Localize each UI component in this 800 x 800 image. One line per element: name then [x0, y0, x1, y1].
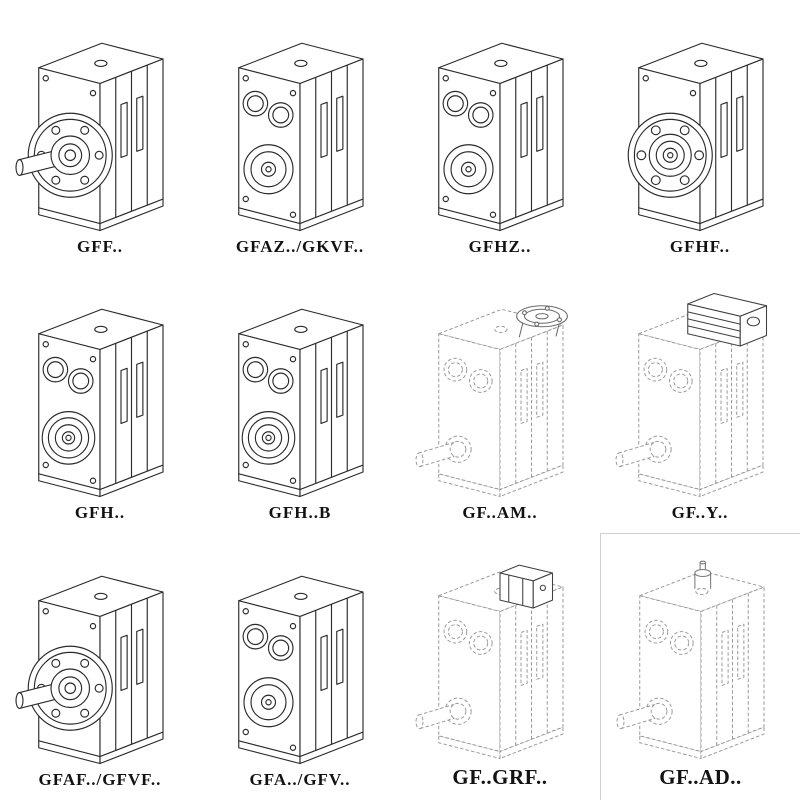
- catalog-cell: GF..GRF..: [400, 533, 600, 800]
- gearbox-drawing-gff: [10, 24, 190, 234]
- catalog-cell: GFAZ../GKVF..: [200, 0, 400, 267]
- catalog-cell: GFH..: [0, 267, 200, 534]
- catalog-cell: GF..AM..: [400, 267, 600, 534]
- gearbox-drawing-gfh-b: [210, 290, 390, 500]
- model-label: GFAF../GFVF..: [38, 769, 162, 789]
- model-label: GFH..B: [268, 503, 332, 523]
- gearbox-drawing-gf-y: [610, 290, 790, 500]
- catalog-cell: GF..AD..: [600, 533, 800, 800]
- catalog-cell: GFF..: [0, 0, 200, 267]
- catalog-cell: GFHF..: [600, 0, 800, 267]
- model-label: GFAZ../GKVF..: [235, 236, 365, 256]
- model-label: GFA../GFV..: [249, 769, 351, 789]
- model-label: GFHF..: [669, 236, 731, 256]
- catalog-cell: GFHZ..: [400, 0, 600, 267]
- model-label: GFH..: [74, 503, 126, 523]
- catalog-cell: GFH..B: [200, 267, 400, 534]
- gearbox-drawing-gfhz: [410, 24, 590, 234]
- gearbox-drawing-gfh: [10, 290, 190, 500]
- gearbox-drawing-gfaz-gkvf: [210, 24, 390, 234]
- catalog-cell: GFA../GFV..: [200, 533, 400, 800]
- gearbox-drawing-gf-ad: [611, 552, 791, 762]
- gearbox-drawing-gfhf: [610, 24, 790, 234]
- gearbox-drawing-gf-am: [410, 290, 590, 500]
- model-label: GF..GRF..: [452, 764, 548, 789]
- model-label: GF..Y..: [671, 503, 729, 523]
- model-label: GFHZ..: [468, 236, 532, 256]
- model-label: GFF..: [77, 236, 123, 256]
- model-label: GF..AD..: [659, 764, 742, 789]
- catalog-cell: GF..Y..: [600, 267, 800, 534]
- gearbox-drawing-gfaf-gfvf: [10, 557, 190, 767]
- model-label: GF..AM..: [462, 503, 538, 523]
- gearbox-drawing-gf-grf: [410, 552, 590, 762]
- catalog-cell: GFAF../GFVF..: [0, 533, 200, 800]
- gearbox-drawing-gfa-gfv: [210, 557, 390, 767]
